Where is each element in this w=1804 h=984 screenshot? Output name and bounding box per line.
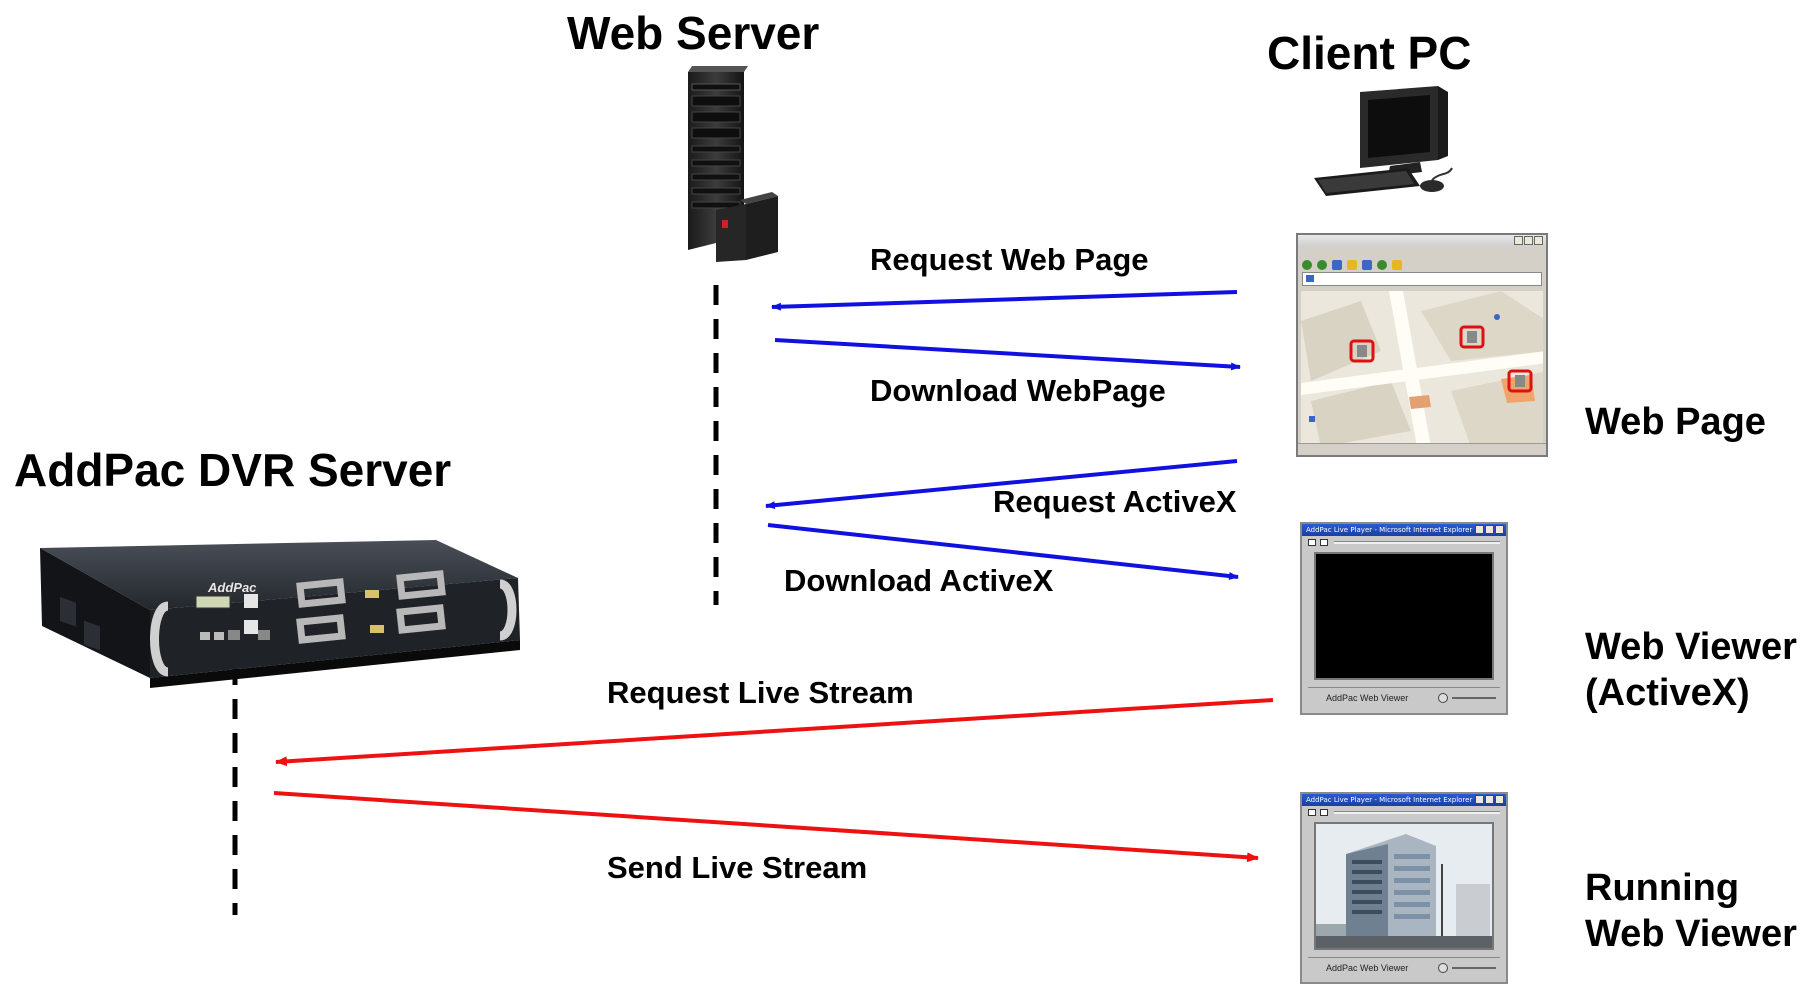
web-viewer-titlebar: AddPac Live Player - Microsoft Internet … bbox=[1302, 524, 1506, 536]
web-viewer-window: AddPac Live Player - Microsoft Internet … bbox=[1300, 522, 1508, 715]
browser-address-bar bbox=[1302, 272, 1542, 286]
web-page-text: Web Page bbox=[1585, 401, 1766, 443]
dvr-server-title: AddPac DVR Server bbox=[14, 444, 452, 496]
running-viewer-toolbar bbox=[1302, 806, 1506, 818]
running-viewer-footer-text: AddPac Web Viewer bbox=[1326, 963, 1409, 973]
running-viewer-screen bbox=[1314, 822, 1494, 950]
label-download-webpage: Download WebPage bbox=[870, 373, 1166, 408]
web-viewer-title-text: AddPac Live Player - Microsoft Internet … bbox=[1306, 526, 1473, 534]
client-pc-icon bbox=[1314, 86, 1453, 196]
label-running-web-viewer: Running Web Viewer bbox=[1585, 866, 1797, 957]
web-viewer-toolbar bbox=[1302, 536, 1506, 548]
label-request-activex: Request ActiveX bbox=[993, 484, 1237, 519]
client-pc-title: Client PC bbox=[1267, 27, 1472, 79]
web-viewer-footer-text: AddPac Web Viewer bbox=[1326, 693, 1409, 703]
volume-slider bbox=[1452, 697, 1496, 699]
web-server-title: Web Server bbox=[567, 7, 820, 59]
running-viewer-title-text: AddPac Live Player - Microsoft Internet … bbox=[1306, 796, 1473, 804]
arrow-download-activex bbox=[767, 523, 1239, 580]
arrow-send-live-stream bbox=[273, 791, 1259, 863]
label-send-live-stream: Send Live Stream bbox=[607, 850, 868, 885]
running-viewer-titlebar: AddPac Live Player - Microsoft Internet … bbox=[1302, 794, 1506, 806]
browser-toolbar bbox=[1298, 258, 1546, 272]
dvr-device-icon: AddPac bbox=[40, 540, 520, 688]
label-request-web-page: Request Web Page bbox=[870, 242, 1149, 277]
arrow-request-live-stream bbox=[275, 698, 1274, 767]
web-viewer-screen bbox=[1314, 552, 1494, 680]
label-request-live-stream: Request Live Stream bbox=[607, 675, 914, 710]
volume-knob-icon bbox=[1438, 693, 1448, 703]
running-line1: Running bbox=[1585, 867, 1740, 909]
web-server-icon bbox=[688, 66, 778, 262]
browser-menubar bbox=[1298, 247, 1546, 258]
browser-titlebar bbox=[1298, 235, 1546, 247]
web-viewer-footer: AddPac Web Viewer bbox=[1302, 684, 1506, 710]
arrow-request-activex bbox=[765, 459, 1238, 510]
web-viewer-line2: (ActiveX) bbox=[1585, 671, 1750, 714]
map-view bbox=[1301, 291, 1543, 443]
arrow-download-webpage bbox=[774, 338, 1241, 371]
web-page-browser-window bbox=[1296, 233, 1548, 457]
running-viewer-footer: AddPac Web Viewer bbox=[1302, 954, 1506, 980]
browser-statusbar bbox=[1298, 443, 1546, 455]
label-web-viewer: Web Viewer (ActiveX) bbox=[1585, 625, 1797, 716]
running-volume-knob-icon bbox=[1438, 963, 1448, 973]
running-line2: Web Viewer bbox=[1585, 912, 1797, 955]
arrow-request-web-page bbox=[771, 290, 1238, 311]
device-brand-text: AddPac bbox=[207, 580, 257, 595]
web-viewer-line1: Web Viewer bbox=[1585, 626, 1797, 668]
running-volume-slider bbox=[1452, 967, 1496, 969]
running-web-viewer-window: AddPac Live Player - Microsoft Internet … bbox=[1300, 792, 1508, 984]
label-download-activex: Download ActiveX bbox=[784, 563, 1054, 598]
label-web-page: Web Page bbox=[1585, 400, 1766, 446]
